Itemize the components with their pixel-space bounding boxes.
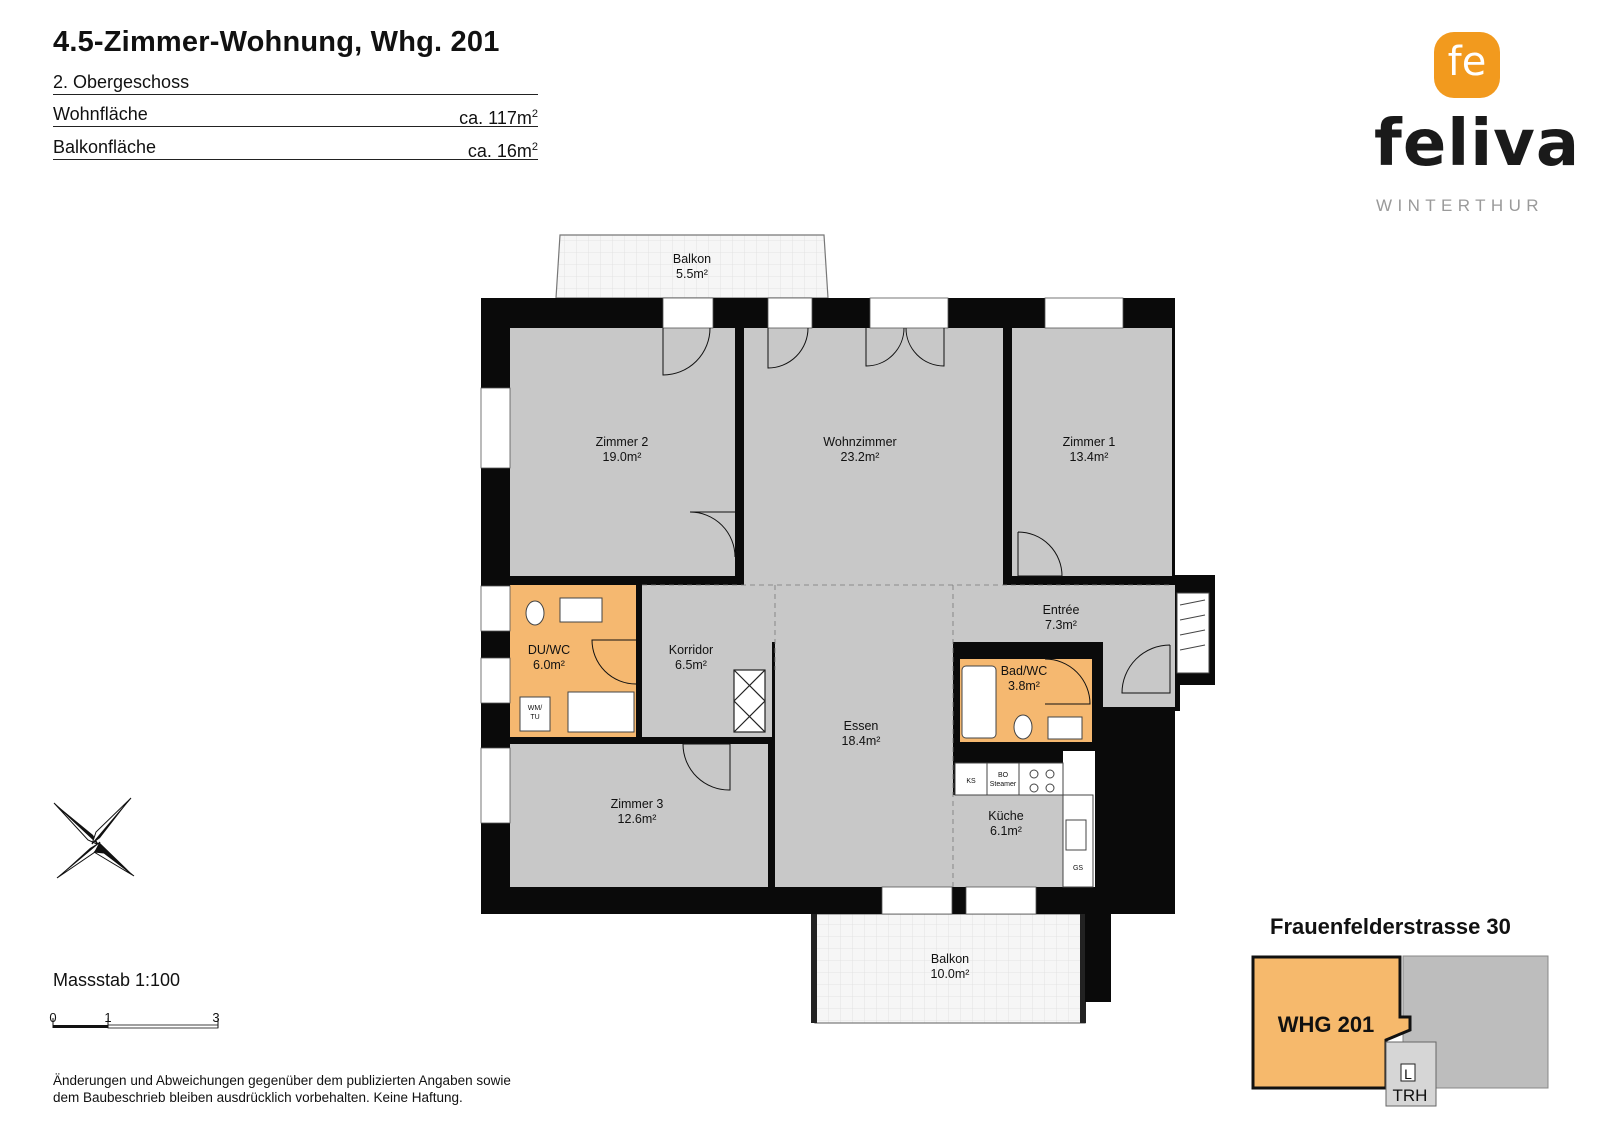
entree-floor (1103, 585, 1175, 707)
living-area-row: Wohnfläche ca. 117m2 (53, 103, 538, 128)
room-area-korridor: 6.5m² (675, 658, 707, 672)
scale-tick-3: 3 (212, 1010, 219, 1025)
floor-label: 2. Obergeschoss (53, 72, 190, 92)
room-fills (510, 328, 1175, 887)
feliva-logo: fe feliva WINTERTHUR (1370, 28, 1579, 215)
bo-steamer-line2: Steamer (990, 781, 1017, 788)
balcony-area-value: ca. 16m (467, 141, 532, 161)
compass-icon (53, 797, 135, 879)
room-name-zimmer-1: Zimmer 1 (1063, 435, 1116, 449)
zimmer-3-floor (510, 744, 768, 887)
room-area-zimmer-3: 12.6m² (618, 812, 657, 826)
room-name-essen: Essen (844, 719, 879, 733)
room-area-wohnzimmer: 23.2m² (841, 450, 880, 464)
room-area-zimmer-2: 19.0m² (603, 450, 642, 464)
entree-wardrobe (1176, 592, 1210, 674)
logo-city: WINTERTHUR (1376, 196, 1544, 215)
site-unit-label: WHG 201 (1278, 1012, 1375, 1037)
disclaimer: Änderungen und Abweichungen gegenüber de… (53, 1072, 613, 1106)
room-name-kueche: Küche (988, 809, 1023, 823)
whg-201-unit (1251, 955, 1412, 1090)
scale-bar (52, 1018, 219, 1029)
ks-label: KS (966, 778, 976, 785)
windows (480, 297, 1124, 915)
balcony-area-unit-sup: 2 (531, 141, 538, 153)
korridor-cabinet (733, 669, 766, 733)
room-name-balkon-bottom: Balkon (931, 952, 969, 966)
floor-row: 2. Obergeschoss (53, 71, 538, 95)
room-name-du-wc: DU/WC (528, 643, 570, 657)
room-name-entree: Entrée (1043, 603, 1080, 617)
room-labels: Balkon 5.5m² Zimmer 2 19.0m² Wohnzimmer … (528, 252, 1116, 981)
logo-wordmark: feliva (1374, 107, 1581, 181)
balcony-bottom (811, 913, 1086, 1024)
room-area-du-wc: 6.0m² (533, 658, 565, 672)
room-name-zimmer-3: Zimmer 3 (611, 797, 664, 811)
essen-floor (775, 585, 953, 887)
bad-wc-fixtures (961, 665, 1083, 740)
bo-steamer-line1: BO (998, 772, 1009, 779)
room-name-wohnzimmer: Wohnzimmer (823, 435, 896, 449)
room-name-korridor: Korridor (669, 643, 713, 657)
wohnzimmer-floor (744, 328, 1003, 585)
disclaimer-line-2: dem Baubeschrieb bleiben ausdrücklich vo… (53, 1090, 463, 1105)
stair-label-l: L (1404, 1066, 1412, 1082)
balcony-area-row: Balkonfläche ca. 16m2 (53, 136, 538, 161)
stair-label-trh: TRH (1393, 1086, 1428, 1105)
kitchen-counters (954, 762, 1094, 888)
interior-walls (510, 328, 1172, 887)
scale-tick-1: 1 (104, 1010, 111, 1025)
gs-label: GS (1073, 865, 1083, 872)
living-area-value: ca. 117m (459, 108, 532, 128)
zimmer-2-floor (510, 328, 735, 576)
disclaimer-line-1: Änderungen und Abweichungen gegenüber de… (53, 1073, 511, 1088)
scale-title: Massstab 1:100 (53, 970, 181, 990)
scale-tick-0: 0 (49, 1010, 56, 1025)
living-area-unit-sup: 2 (531, 108, 538, 120)
wm-tu-line1: WM/ (528, 705, 542, 712)
room-area-kueche: 6.1m² (990, 824, 1022, 838)
living-area-label: Wohnfläche (53, 104, 148, 124)
room-area-bad-wc: 3.8m² (1008, 679, 1040, 693)
room-area-zimmer-1: 13.4m² (1070, 450, 1109, 464)
wm-tu-line2: TU (530, 714, 539, 721)
room-area-essen: 18.4m² (842, 734, 881, 748)
du-wc-fixtures (519, 597, 635, 733)
room-area-balkon-bottom: 10.0m² (931, 967, 970, 981)
page-title: 4.5-Zimmer-Wohnung, Whg. 201 (53, 26, 500, 58)
room-area-entree: 7.3m² (1045, 618, 1077, 632)
site-address: Frauenfelderstrasse 30 (1270, 914, 1511, 939)
zone-lines (642, 584, 1172, 887)
room-name-balkon-top: Balkon (673, 252, 711, 266)
room-area-balkon-top: 5.5m² (676, 267, 708, 281)
site-plan (1251, 955, 1549, 1107)
room-name-zimmer-2: Zimmer 2 (596, 435, 649, 449)
room-name-bad-wc: Bad/WC (1001, 664, 1048, 678)
zimmer-1-floor (1012, 328, 1172, 576)
balcony-area-label: Balkonfläche (53, 137, 157, 157)
feliva-badge-icon: fe (1434, 32, 1500, 98)
door-swings (591, 327, 1171, 791)
kueche-floor (953, 795, 1063, 887)
